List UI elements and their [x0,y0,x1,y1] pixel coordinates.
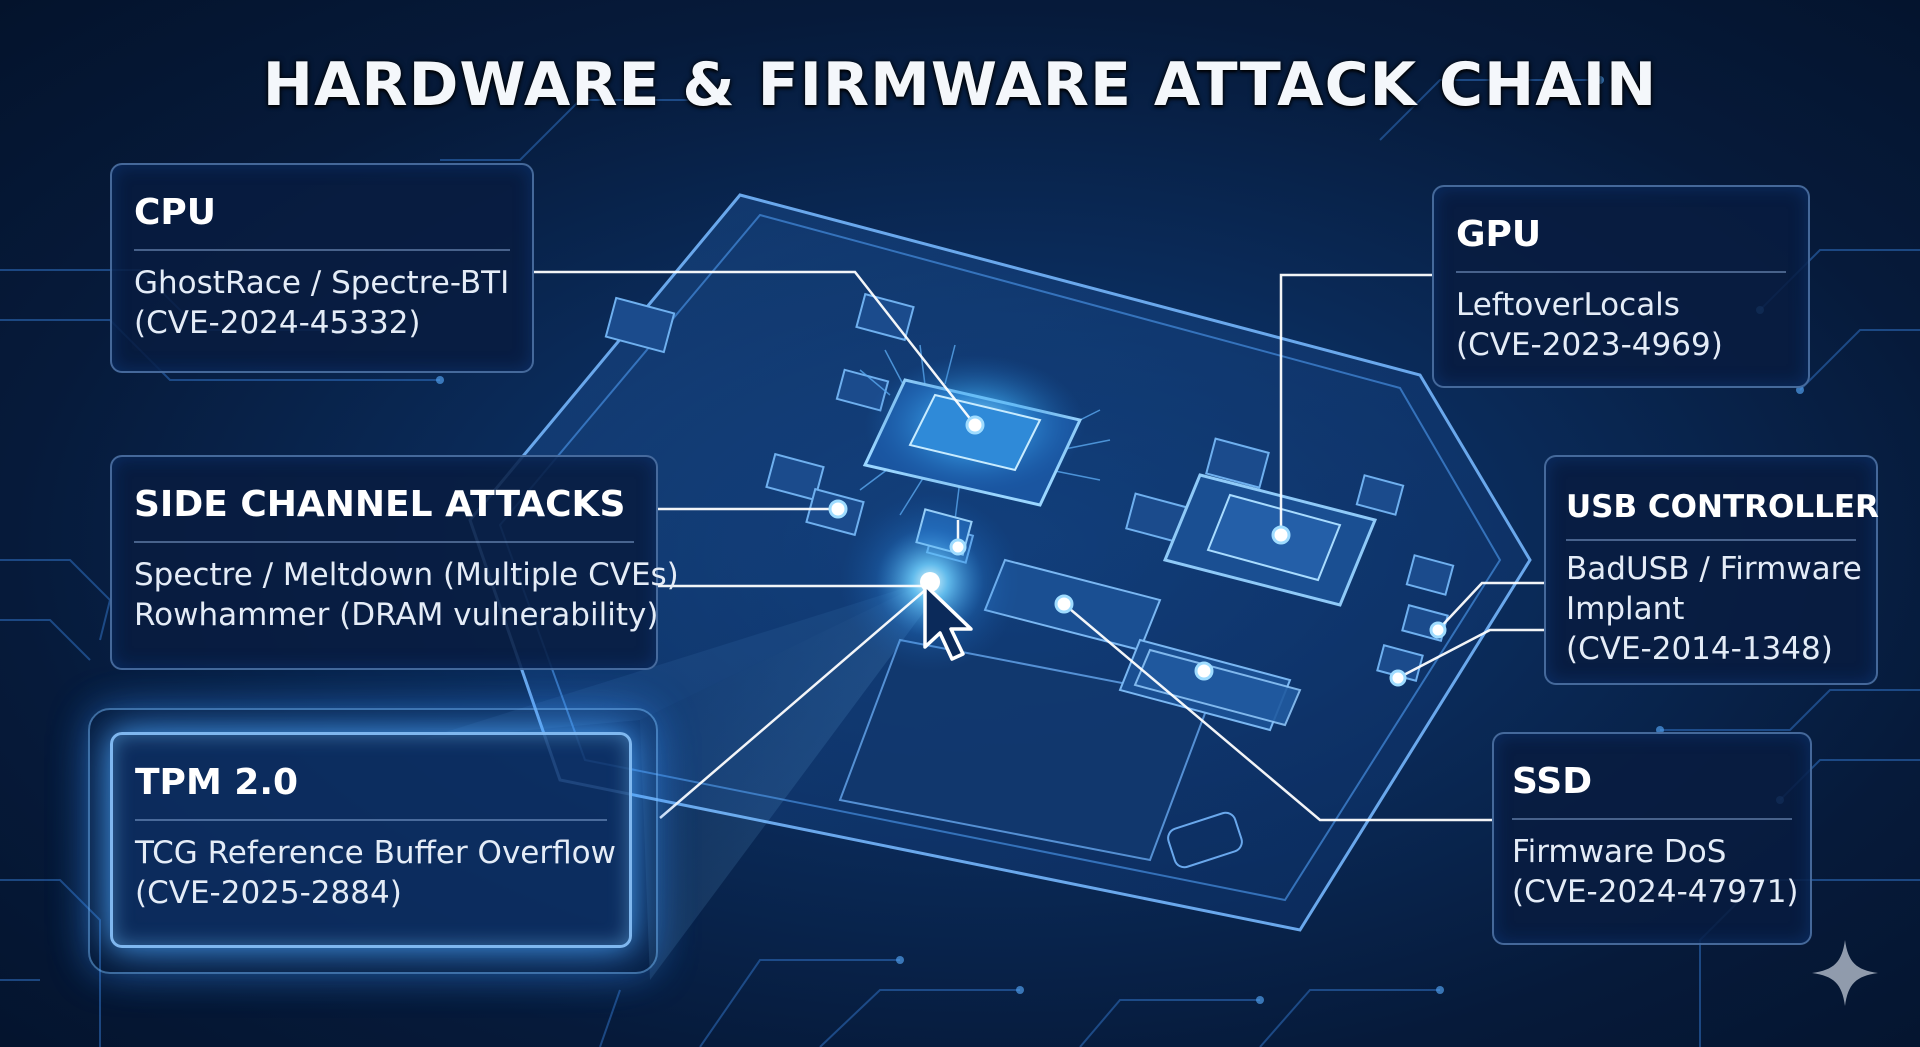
tpm-card-heading: TPM 2.0 [135,735,607,821]
ssd-card-line: (CVE-2024-47971) [1512,874,1799,910]
usb-card-line: BadUSB / Firmware [1566,551,1862,587]
connector-endpoints [828,415,1447,687]
ssd-card: SSD Firmware DoS (CVE-2024-47971) [1492,732,1812,945]
usb-card-body: BadUSB / Firmware Implant (CVE-2014-1348… [1566,549,1862,669]
tpm-card-body: TCG Reference Buffer Overflow (CVE-2025-… [135,833,616,913]
side-channel-attacks-card: SIDE CHANNEL ATTACKS Spectre / Meltdown … [110,455,679,670]
gpu-card-line: LeftoverLocals [1456,287,1680,323]
gpu-card-body: LeftoverLocals (CVE-2023-4969) [1456,285,1786,365]
tpm-card-line: (CVE-2025-2884) [135,875,402,911]
cpu-card-heading: CPU [134,165,510,251]
mouse-pointer-icon [923,583,973,661]
usb-card-line: Implant [1566,591,1685,627]
ssd-card-body: Firmware DoS (CVE-2024-47971) [1512,832,1799,912]
light-beam [640,580,940,980]
gpu-card-heading: GPU [1456,187,1786,273]
sparkle-icon [1812,940,1878,1006]
tpm-card: TPM 2.0 TCG Reference Buffer Overflow (C… [110,732,632,948]
usb-card-line: (CVE-2014-1348) [1566,631,1833,667]
connector-lines [534,270,1544,822]
side-channel-card-line: Spectre / Meltdown (Multiple CVEs) [134,557,679,593]
side-channel-card-heading: SIDE CHANNEL ATTACKS [134,457,634,543]
cpu-card: CPU GhostRace / Spectre-BTI (CVE-2024-45… [110,163,534,373]
side-channel-card-line: Rowhammer (DRAM vulnerability) [134,597,659,633]
tpm-card-line: TCG Reference Buffer Overflow [135,835,616,871]
ssd-card-line: Firmware DoS [1512,834,1727,870]
usb-card-heading: USB CONTROLLER [1566,457,1879,541]
usb-controller-card: USB CONTROLLER BadUSB / Firmware Implant… [1544,455,1879,685]
background-circuit-traces [0,79,1920,1047]
cpu-card-body: GhostRace / Spectre-BTI (CVE-2024-45332) [134,263,510,343]
ssd-card-heading: SSD [1512,734,1792,820]
cpu-card-line: GhostRace / Spectre-BTI [134,265,510,301]
page-title: HARDWARE & FIRMWARE ATTACK CHAIN [262,50,1658,120]
cpu-card-line: (CVE-2024-45332) [134,305,421,341]
gpu-card-line: (CVE-2023-4969) [1456,327,1723,363]
side-channel-card-body: Spectre / Meltdown (Multiple CVEs) Rowha… [134,555,679,635]
gpu-card: GPU LeftoverLocals (CVE-2023-4969) [1432,185,1810,388]
